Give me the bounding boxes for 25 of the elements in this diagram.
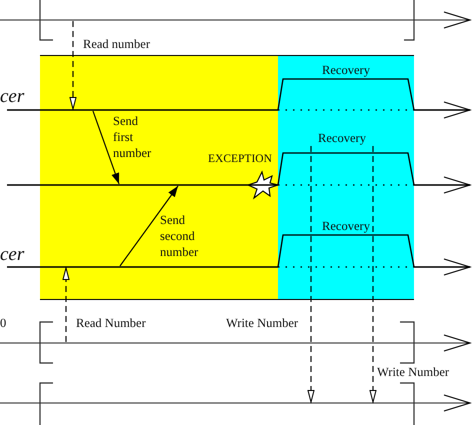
phase-label: Recovery: [321, 219, 371, 234]
participant-name: cer: [0, 86, 24, 108]
edge-label: Read number: [83, 37, 150, 52]
phase-label: Recovery: [310, 131, 374, 146]
edge-label: Send first number: [113, 113, 152, 161]
message-arrow: [70, 21, 76, 110]
message-arrow: [308, 146, 314, 402]
edge-label: Write Number: [377, 365, 450, 380]
edge-label: Write Number: [226, 316, 298, 330]
timeline: [7, 266, 470, 268]
message-arrow: [370, 146, 376, 402]
message-arrow: [120, 186, 178, 266]
participant-name: 0: [0, 316, 6, 330]
message-arrow: [62, 268, 70, 342]
timeline: [0, 342, 470, 344]
timeline: [0, 402, 470, 404]
message-arrow: [92, 110, 120, 184]
edge-label: Read Number: [76, 316, 146, 330]
participant-name: cer: [0, 244, 24, 266]
edge-label: Send second number: [160, 212, 200, 260]
exception-label: EXCEPTION: [208, 153, 272, 166]
phase-label: Recovery: [321, 63, 371, 78]
timeline: [7, 184, 470, 186]
timeline: [7, 109, 470, 111]
timeline: [0, 19, 470, 21]
